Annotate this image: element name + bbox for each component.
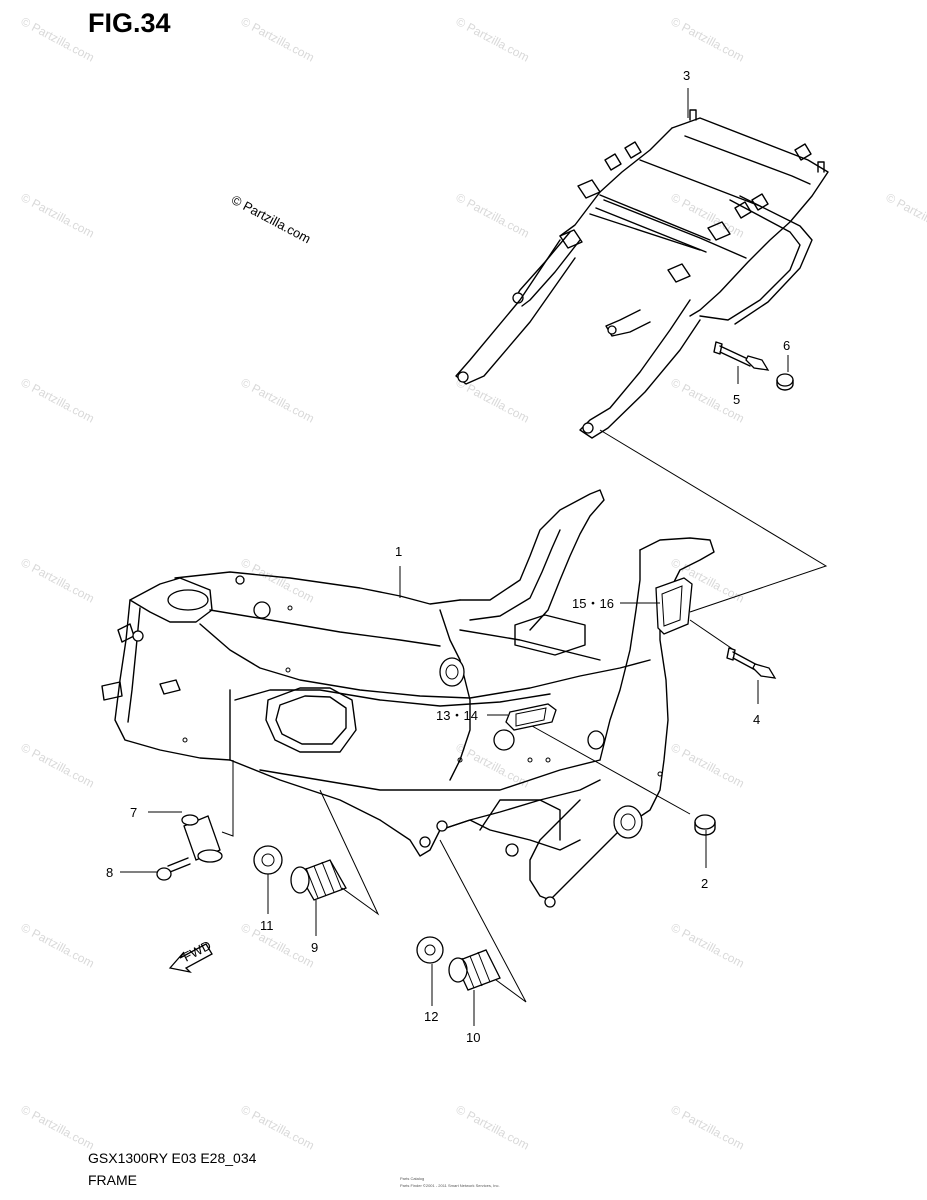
- part-3-seat-rail[interactable]: [455, 109, 829, 439]
- part-8-bolt[interactable]: [156, 857, 191, 881]
- leader-lines: [120, 88, 828, 1026]
- callout-4[interactable]: 4: [753, 712, 760, 727]
- callout-7[interactable]: 7: [130, 805, 137, 820]
- model-code: GSX1300RY E03 E28_034: [88, 1150, 257, 1166]
- fine-print-copyright: Parts Finder ©2001 - 2011 Smart Network …: [400, 1183, 500, 1188]
- watermark: © Partzilla.com: [239, 375, 317, 425]
- watermark: © Partzilla.com: [669, 920, 747, 970]
- part-6-cap[interactable]: [776, 373, 794, 391]
- callout-10[interactable]: 10: [466, 1030, 480, 1045]
- callout-labels: 3 6 5 1 15・16 13・14 4 7 2 8 11 9 12 10: [106, 68, 790, 1045]
- watermark: © Partzilla.com: [669, 190, 747, 240]
- watermark: © Partzilla.com: [239, 14, 317, 64]
- part-12-washer[interactable]: [416, 936, 444, 964]
- callout-2[interactable]: 2: [701, 876, 708, 891]
- watermark: © Partzilla.com: [239, 1102, 317, 1152]
- callout-9[interactable]: 9: [311, 940, 318, 955]
- watermark: © Partzilla.com: [19, 375, 97, 425]
- section-name: FRAME: [88, 1172, 137, 1188]
- part-2-cap[interactable]: [694, 814, 716, 836]
- part-7-collar[interactable]: [181, 814, 223, 863]
- watermark: © Partzilla.com: [19, 740, 97, 790]
- part-9-bushing[interactable]: [290, 859, 347, 901]
- callout-15-16[interactable]: 15・16: [572, 596, 614, 611]
- callout-11[interactable]: 11: [260, 918, 274, 933]
- watermark: © Partzilla.com: [239, 920, 317, 970]
- watermark: © Partzilla.com: [454, 14, 532, 64]
- fwd-arrow-icon: FWD: [168, 938, 214, 974]
- part-1-main-frame[interactable]: [101, 489, 715, 908]
- fine-print-catalog: Parts Catalog: [400, 1176, 425, 1181]
- part-5-bolt[interactable]: [713, 341, 770, 371]
- callout-1[interactable]: 1: [395, 544, 402, 559]
- watermark: © Partzilla.com: [884, 190, 927, 240]
- watermark: © Partzilla.com: [454, 190, 532, 240]
- watermark: © Partzilla.com: [19, 920, 97, 970]
- callout-12[interactable]: 12: [424, 1009, 438, 1024]
- watermark: © Partzilla.com: [669, 14, 747, 64]
- callout-3[interactable]: 3: [683, 68, 690, 83]
- watermark: © Partzilla.com: [19, 1102, 97, 1152]
- part-10-bushing[interactable]: [448, 949, 501, 991]
- figure-title: FIG.34: [88, 8, 171, 38]
- part-11-washer[interactable]: [253, 845, 283, 875]
- watermark: © Partzilla.com: [454, 1102, 532, 1152]
- watermark: © Partzilla.com: [19, 14, 97, 64]
- part-4-bolt[interactable]: [726, 647, 777, 679]
- callout-5[interactable]: 5: [733, 392, 740, 407]
- part-13-14-pad[interactable]: [505, 703, 557, 731]
- part-15-16-pad[interactable]: [655, 577, 693, 635]
- callout-8[interactable]: 8: [106, 865, 113, 880]
- watermark: © Partzilla.com: [19, 555, 97, 605]
- watermark: © Partzilla.com: [669, 740, 747, 790]
- callout-13-14[interactable]: 13・14: [436, 708, 478, 723]
- callout-6[interactable]: 6: [783, 338, 790, 353]
- watermark: © Partzilla.com: [669, 1102, 747, 1152]
- watermark: © Partzilla.com: [19, 190, 97, 240]
